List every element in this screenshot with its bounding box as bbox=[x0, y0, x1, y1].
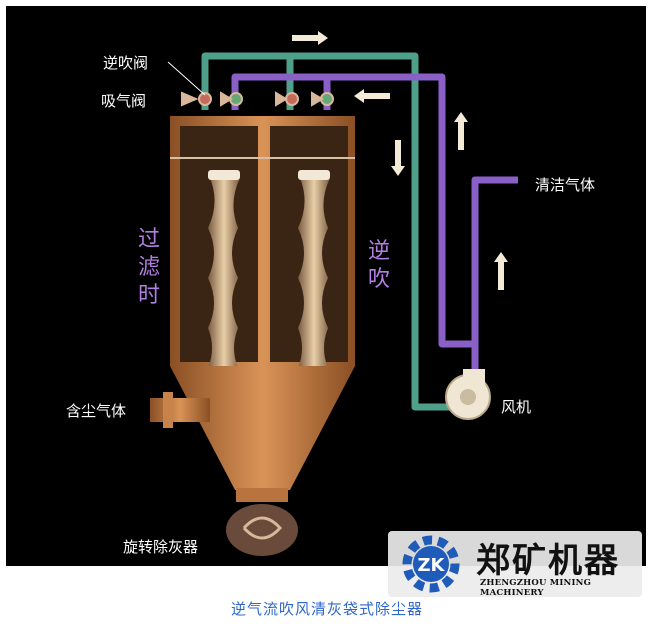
filter-bag-left bbox=[208, 178, 240, 368]
flow-arrow-right bbox=[292, 31, 328, 45]
diagram-caption: 逆气流吹风清灰袋式除尘器 bbox=[230, 600, 423, 618]
reverse-blow-label: 逆吹 bbox=[367, 239, 390, 292]
filter-bag-right bbox=[298, 178, 330, 368]
reverse-valve-label: 逆吹阀 bbox=[103, 54, 149, 72]
dusty-gas-label: 含尘气体 bbox=[66, 402, 127, 420]
brand-logo-panel: ZK 郑矿机器 ZHENGZHOU MINING MACHINERY bbox=[388, 531, 642, 598]
flow-arrow-up-1 bbox=[454, 112, 468, 150]
valve-handle-icon-4 bbox=[311, 91, 324, 107]
hopper-outlet bbox=[236, 488, 288, 502]
rotary-unloader-icon bbox=[226, 504, 298, 556]
reverse-valve-leader bbox=[167, 61, 206, 96]
gear-logo-icon: ZK bbox=[402, 535, 460, 593]
bag-cap-left bbox=[208, 170, 240, 180]
hopper bbox=[170, 366, 355, 490]
fan-outlet bbox=[463, 369, 485, 385]
flow-arrow-up-2 bbox=[494, 252, 508, 290]
flow-arrow-down bbox=[391, 140, 405, 176]
filtering-label: 过滤时 bbox=[137, 227, 160, 308]
valve-group bbox=[181, 91, 334, 107]
brand-name: 郑矿机器 bbox=[476, 541, 620, 581]
valve-handle-icon bbox=[181, 91, 199, 107]
valve-handle-icon-2 bbox=[220, 91, 233, 107]
dusty-gas-inlet bbox=[150, 398, 210, 422]
rotary-unloader-label: 旋转除灰器 bbox=[123, 538, 199, 556]
fan-hub-icon bbox=[460, 389, 476, 405]
brand-subtitle: ZHENGZHOU MINING MACHINERY bbox=[480, 578, 592, 598]
valve-handle-icon-3 bbox=[275, 91, 288, 107]
logo-text: ZK bbox=[418, 555, 446, 576]
clean-gas-label: 清洁气体 bbox=[535, 176, 596, 194]
flow-arrows bbox=[292, 31, 508, 290]
suction-valve-icon bbox=[198, 92, 212, 106]
rotary-swirl-icon bbox=[242, 516, 283, 540]
fan-label: 风机 bbox=[501, 398, 532, 416]
suction-valve-label: 吸气阀 bbox=[101, 92, 147, 110]
flow-arrow-left bbox=[354, 89, 390, 103]
bag-cap-right bbox=[298, 170, 330, 180]
inlet-flange bbox=[163, 392, 173, 428]
